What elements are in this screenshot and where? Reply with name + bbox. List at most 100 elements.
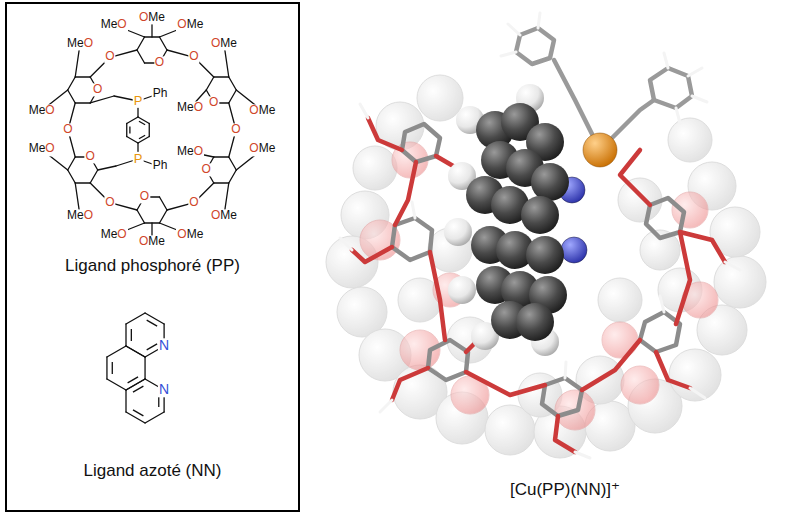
halo-atom [598, 278, 642, 322]
atom-symbol: Me [177, 144, 194, 158]
chemical-bond [126, 313, 145, 324]
chemical-bond [214, 182, 229, 183]
chemical-bond [98, 166, 116, 170]
chemical-bond [114, 25, 145, 37]
atom-label: MeO [28, 104, 56, 117]
chemical-bond [42, 149, 68, 170]
chemical-bond [229, 157, 237, 170]
chemical-bond [194, 57, 214, 77]
hydrogen-bond [692, 96, 707, 102]
chemical-bond [138, 117, 149, 124]
atom-symbol: Me [67, 37, 84, 51]
chemical-bond [126, 379, 145, 390]
atom-symbol: O [139, 234, 148, 248]
atom-label: OMe [248, 104, 276, 117]
oxygen-atom [621, 366, 659, 404]
ether-bond [582, 340, 640, 390]
chemical-bond [236, 90, 262, 111]
chemical-bond [75, 182, 90, 183]
double-bond [133, 410, 143, 416]
carbon-atom [516, 303, 554, 341]
chemical-bond [160, 37, 168, 50]
atom-symbol: Me [220, 37, 237, 51]
double-bond [131, 329, 132, 341]
atom-label: P [133, 94, 144, 108]
atom-symbol: O [211, 208, 220, 222]
chemical-bond [229, 90, 237, 103]
halo-atom [417, 75, 463, 121]
chemical-bond [214, 76, 229, 77]
chemical-bond [151, 223, 152, 242]
chemical-bond [110, 50, 137, 57]
hydrogen-bond [575, 452, 590, 458]
hydrogen-bond [660, 296, 664, 312]
ligand-panel: Ligand phosphoré (PP) Ligand azoté (NN) [5, 2, 300, 512]
hydrogen-bond [688, 68, 702, 76]
atom-symbol: Me [259, 142, 276, 156]
chemical-bond [75, 156, 90, 157]
chemical-bond [138, 94, 158, 101]
atom-symbol: O [249, 103, 258, 117]
atom-symbol: Me [187, 17, 204, 31]
chemical-bond [126, 412, 145, 423]
phenyl-sticks [516, 28, 692, 150]
atom-label: O [62, 123, 73, 136]
atom-symbol: O [117, 17, 126, 31]
chemical-bond [224, 183, 229, 216]
ligand-caption: Ligand azoté (NN) [7, 461, 298, 481]
atom-symbol: O [177, 228, 186, 242]
atom-label: OMe [210, 209, 238, 222]
methoxy-bond [656, 352, 690, 388]
hydrogen-sticks [340, 104, 740, 458]
methoxy-bond [352, 247, 392, 262]
chemical-bond [42, 90, 68, 111]
chemical-bond [90, 77, 98, 90]
atom-symbol: Me [148, 234, 165, 248]
methoxy-bond [555, 416, 575, 452]
atom-label: O [154, 56, 165, 69]
chemical-bond [149, 124, 150, 137]
chemical-bond [114, 96, 138, 101]
atom-label: Ph [152, 159, 169, 172]
atom-symbol: Me [259, 103, 276, 117]
atom-label: MeO [66, 38, 94, 51]
chemical-bond [125, 324, 126, 346]
halo-atom [668, 118, 712, 162]
chemical-bond [229, 103, 236, 130]
chemical-bond [145, 196, 160, 197]
atom-label: MeO [28, 143, 56, 156]
oxygen-atom [602, 322, 638, 358]
hydrogen-bond [360, 104, 368, 118]
atom-label: O [188, 51, 199, 64]
atom-label: O [188, 196, 199, 209]
atom-symbol: O [249, 142, 258, 156]
double-bond [147, 320, 157, 326]
chemical-bond [126, 124, 127, 137]
ligand-caption: Ligand phosphoré (PP) [7, 256, 298, 276]
chemical-bond [106, 357, 107, 379]
double-bond [147, 344, 157, 350]
chemical-bond [68, 90, 76, 103]
ether-bond [676, 232, 690, 324]
atom-symbol: O [45, 103, 54, 117]
atom-symbol: Me [177, 100, 194, 114]
halo-atom [618, 178, 662, 222]
chemical-bond [137, 143, 138, 159]
chemical-bond [137, 197, 145, 210]
chemical-bond [151, 18, 152, 37]
chemical-bond [160, 223, 191, 235]
atom-label: Ph [152, 87, 169, 100]
chemical-bond [138, 159, 158, 166]
ether-bond [430, 252, 445, 340]
chemical-bond [90, 183, 110, 203]
atom-label: MeO [176, 145, 204, 158]
chemical-bond [160, 25, 191, 37]
atom-label: O [201, 163, 212, 176]
glucose-ring [640, 312, 680, 352]
hydrogen-bond [690, 388, 705, 398]
methoxy-bond [392, 368, 428, 400]
atom-symbol: Me [29, 142, 46, 156]
